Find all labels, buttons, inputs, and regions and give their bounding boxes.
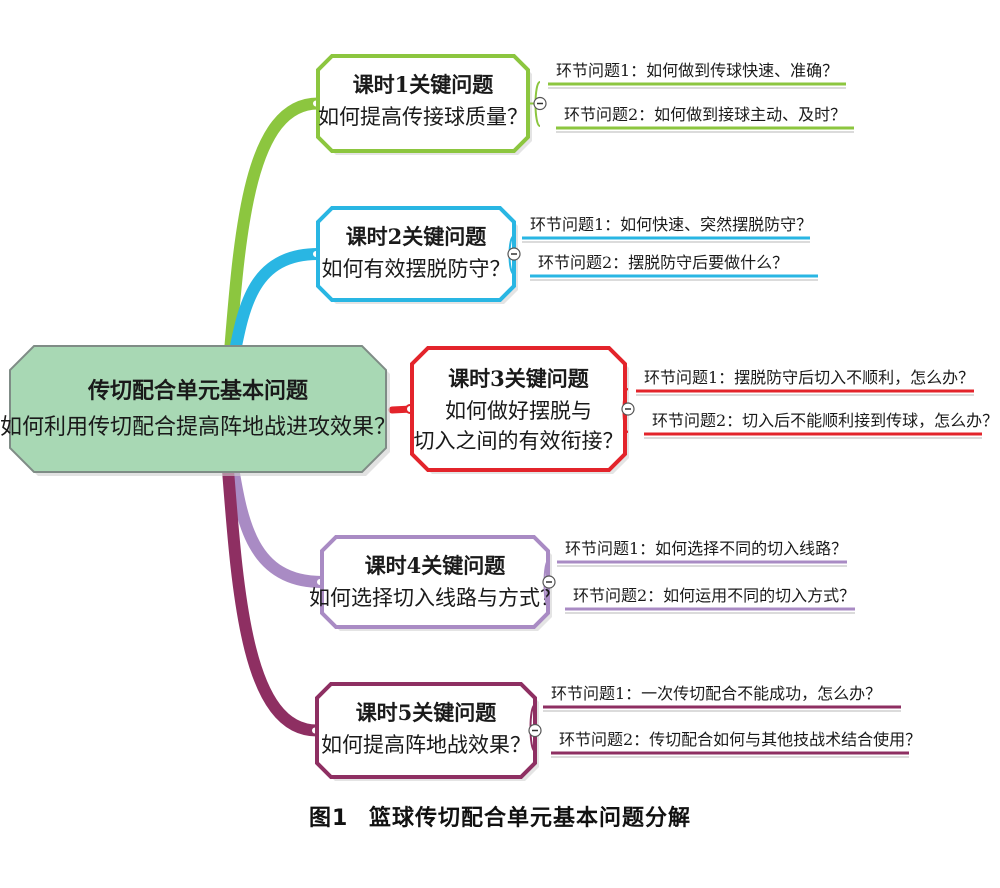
lesson-node-box	[315, 682, 537, 779]
lesson-question: 切入之间的有效衔接？	[414, 429, 624, 453]
lesson-title: 课时1关键问题	[353, 72, 495, 97]
lesson-title: 课时4关键问题	[365, 553, 507, 578]
root-question: 如何利用传切配合提高阵地战进攻效果？	[0, 415, 396, 440]
lesson-title: 课时5关键问题	[356, 700, 498, 725]
lesson-node-box	[410, 346, 627, 472]
sub-question-2: 环节问题2：如何做到接球主动、及时？	[564, 105, 846, 124]
sub-question-1: 环节问题1：摆脱防守后切入不顺利，怎么办？	[644, 368, 974, 387]
figure-caption: 图1 篮球传切配合单元基本问题分解	[0, 800, 1000, 832]
sub-question-2: 环节问题2：摆脱防守后要做什么？	[538, 253, 788, 272]
sub-question-2: 环节问题2：切入后不能顺利接到传球，怎么办？	[652, 411, 998, 430]
lesson-question: 如何提高阵地战效果？	[321, 733, 531, 757]
lesson-question: 如何提高传接球质量？	[318, 105, 528, 129]
sub-question-1: 环节问题1：如何快速、突然摆脱防守？	[530, 215, 812, 234]
branch-line	[222, 464, 323, 737]
lesson-title: 课时2关键问题	[346, 224, 488, 249]
lesson-node-box	[316, 54, 530, 153]
sub-question-1: 环节问题1：一次传切配合不能成功，怎么办？	[551, 684, 881, 703]
lesson-question: 如何有效摆脱防守？	[322, 257, 511, 281]
branch-line	[228, 248, 324, 362]
root-node	[9, 345, 387, 473]
sub-question-1: 环节问题1：如何做到传球快速、准确？	[556, 61, 838, 80]
branch-line	[224, 97, 324, 358]
caption-label: 图1	[309, 806, 349, 831]
caption-text: 篮球传切配合单元基本问题分解	[368, 806, 691, 831]
branch-line	[226, 456, 328, 588]
sub-question-2: 环节问题2：如何运用不同的切入方式？	[573, 586, 855, 605]
lesson-node-box	[320, 535, 550, 629]
lesson-question: 如何选择切入线路与方式？	[309, 586, 561, 610]
sub-question-1: 环节问题1：如何选择不同的切入线路？	[565, 539, 847, 558]
root-title: 传切配合单元基本问题	[87, 378, 309, 404]
lesson-node-box	[316, 206, 516, 302]
sub-question-2: 环节问题2：传切配合如何与其他技战术结合使用？	[559, 730, 921, 749]
lesson-question: 如何做好摆脱与	[445, 399, 592, 423]
lesson-title: 课时3关键问题	[448, 366, 590, 391]
